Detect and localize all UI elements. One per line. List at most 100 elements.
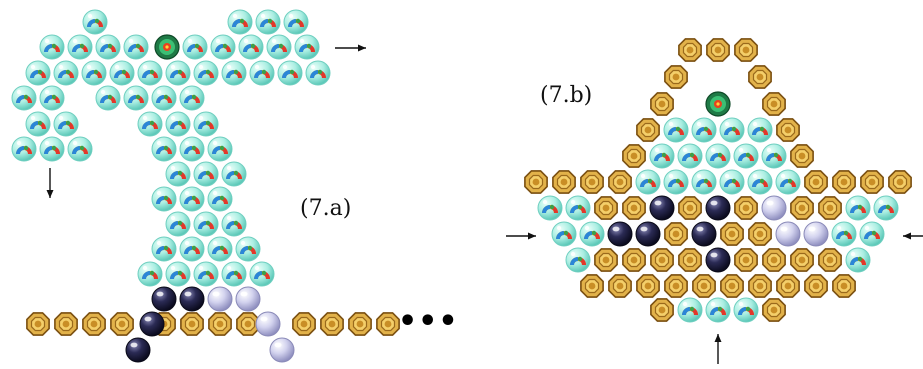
rainbow-bubble-icon: [692, 170, 716, 194]
rainbow-bubble-icon: [222, 262, 246, 286]
rainbow-bubble-icon: [222, 61, 246, 85]
gold-hex-block-icon: [833, 275, 855, 297]
rainbow-bubble-icon: [183, 35, 207, 59]
gold-hex-block-icon: [637, 119, 659, 141]
gold-hex-block-icon: [609, 275, 631, 297]
rainbow-bubble-icon: [166, 262, 190, 286]
rainbow-bubble-icon: [26, 61, 50, 85]
gold-hex-block-icon: [27, 313, 49, 335]
rainbow-bubble-icon: [83, 10, 107, 34]
gold-hex-block-icon: [777, 275, 799, 297]
rainbow-bubble-icon: [256, 10, 280, 34]
dark-bubble-icon: [608, 222, 632, 246]
rainbow-bubble-icon: [208, 187, 232, 211]
rainbow-bubble-icon: [306, 61, 330, 85]
rainbow-bubble-icon: [284, 10, 308, 34]
green-target-icon: [706, 92, 730, 116]
rainbow-bubble-icon: [664, 118, 688, 142]
rainbow-bubble-icon: [68, 137, 92, 161]
gold-hex-block-icon: [651, 249, 673, 271]
rainbow-bubble-icon: [748, 170, 772, 194]
rainbow-bubble-icon: [552, 222, 576, 246]
direction-arrow-icon: [903, 233, 923, 240]
rainbow-bubble-icon: [54, 61, 78, 85]
gold-hex-block-icon: [321, 313, 343, 335]
rainbow-bubble-icon: [110, 61, 134, 85]
rainbow-bubble-icon: [692, 118, 716, 142]
gold-hex-block-icon: [889, 171, 911, 193]
rainbow-bubble-icon: [152, 187, 176, 211]
direction-arrow-icon: [506, 233, 536, 240]
rainbow-bubble-icon: [250, 61, 274, 85]
gold-hex-block-icon: [679, 197, 701, 219]
rainbow-bubble-icon: [211, 35, 235, 59]
rainbow-bubble-icon: [68, 35, 92, 59]
rainbow-bubble-icon: [636, 170, 660, 194]
direction-arrow-icon: [47, 168, 54, 198]
dark-bubble-icon: [692, 222, 716, 246]
gold-hex-block-icon: [721, 275, 743, 297]
direction-arrow-icon: [715, 334, 722, 364]
gold-hex-block-icon: [819, 249, 841, 271]
green-target-icon: [155, 35, 179, 59]
rainbow-bubble-icon: [278, 61, 302, 85]
dark-bubble-icon: [706, 248, 730, 272]
rainbow-bubble-icon: [236, 237, 260, 261]
dark-bubble-icon: [152, 287, 176, 311]
gold-hex-block-icon: [721, 223, 743, 245]
gold-hex-block-icon: [595, 249, 617, 271]
rainbow-bubble-icon: [166, 212, 190, 236]
rainbow-bubble-icon: [706, 144, 730, 168]
rainbow-bubble-icon: [222, 212, 246, 236]
rainbow-bubble-icon: [26, 112, 50, 136]
rainbow-bubble-icon: [832, 222, 856, 246]
rainbow-bubble-icon: [96, 35, 120, 59]
gold-hex-block-icon: [763, 93, 785, 115]
lavender-bubble-icon: [208, 287, 232, 311]
rainbow-bubble-icon: [860, 222, 884, 246]
rainbow-bubble-icon: [166, 162, 190, 186]
rainbow-bubble-icon: [776, 170, 800, 194]
figure-a-bubbles: [12, 10, 399, 362]
gold-hex-block-icon: [581, 171, 603, 193]
caption-7a: (7.a): [300, 196, 351, 221]
rainbow-bubble-icon: [180, 86, 204, 110]
rainbow-bubble-icon: [194, 162, 218, 186]
gold-hex-block-icon: [377, 313, 399, 335]
gold-hex-block-icon: [595, 197, 617, 219]
gold-hex-block-icon: [665, 223, 687, 245]
gold-hex-block-icon: [665, 66, 687, 88]
rainbow-bubble-icon: [846, 196, 870, 220]
dark-bubble-icon: [140, 312, 164, 336]
gold-hex-block-icon: [665, 275, 687, 297]
rainbow-bubble-icon: [720, 170, 744, 194]
rainbow-bubble-icon: [538, 196, 562, 220]
rainbow-bubble-icon: [12, 86, 36, 110]
rainbow-bubble-icon: [138, 262, 162, 286]
gold-hex-block-icon: [749, 275, 771, 297]
rainbow-bubble-icon: [566, 248, 590, 272]
rainbow-bubble-icon: [222, 162, 246, 186]
rainbow-bubble-icon: [180, 137, 204, 161]
rainbow-bubble-icon: [12, 137, 36, 161]
rainbow-bubble-icon: [678, 144, 702, 168]
rainbow-bubble-icon: [208, 237, 232, 261]
rainbow-bubble-icon: [228, 10, 252, 34]
rainbow-bubble-icon: [194, 112, 218, 136]
rainbow-bubble-icon: [96, 86, 120, 110]
lavender-bubble-icon: [804, 222, 828, 246]
lavender-bubble-icon: [256, 312, 280, 336]
gold-hex-block-icon: [749, 223, 771, 245]
rainbow-bubble-icon: [40, 86, 64, 110]
rainbow-bubble-icon: [874, 196, 898, 220]
dark-bubble-icon: [706, 196, 730, 220]
figure-b-bubbles: [525, 39, 911, 322]
dark-bubble-icon: [126, 338, 150, 362]
rainbow-bubble-icon: [566, 196, 590, 220]
rainbow-bubble-icon: [734, 298, 758, 322]
rainbow-bubble-icon: [54, 112, 78, 136]
rainbow-bubble-icon: [40, 137, 64, 161]
rainbow-bubble-icon: [124, 35, 148, 59]
